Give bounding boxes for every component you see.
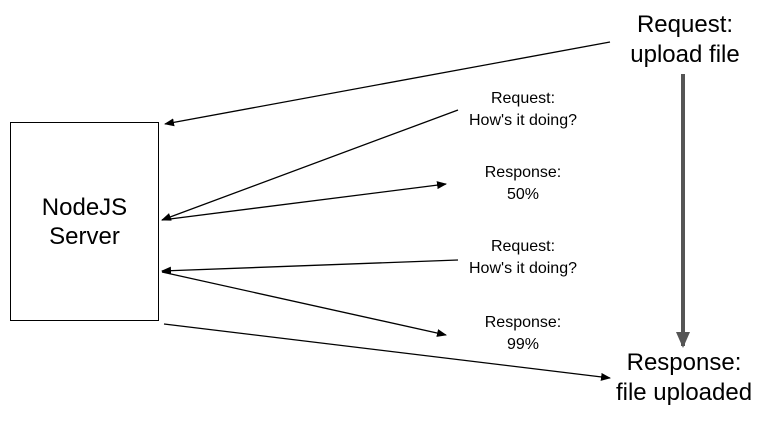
- arrow-request-2: [161, 259, 459, 275]
- arrow-response-uploaded: [163, 323, 611, 381]
- request-1-label: Request: How's it doing?: [469, 90, 577, 129]
- response-uploaded-label: Response: file uploaded: [615, 349, 753, 406]
- arrow-request-upload: [164, 41, 611, 127]
- nodejs-server-label: NodeJS Server: [41, 193, 128, 250]
- response-2-label: Response: 99%: [484, 314, 562, 353]
- arrow-request-1: [161, 109, 459, 221]
- request-upload-label: Request: upload file: [630, 11, 740, 68]
- request-2-label: Request: How's it doing?: [469, 238, 577, 277]
- arrow-response-1: [161, 181, 447, 221]
- arrow-response-2: [161, 271, 447, 337]
- response-1-label: Response: 50%: [484, 164, 562, 203]
- nodejs-server-box: NodeJS Server: [10, 122, 159, 321]
